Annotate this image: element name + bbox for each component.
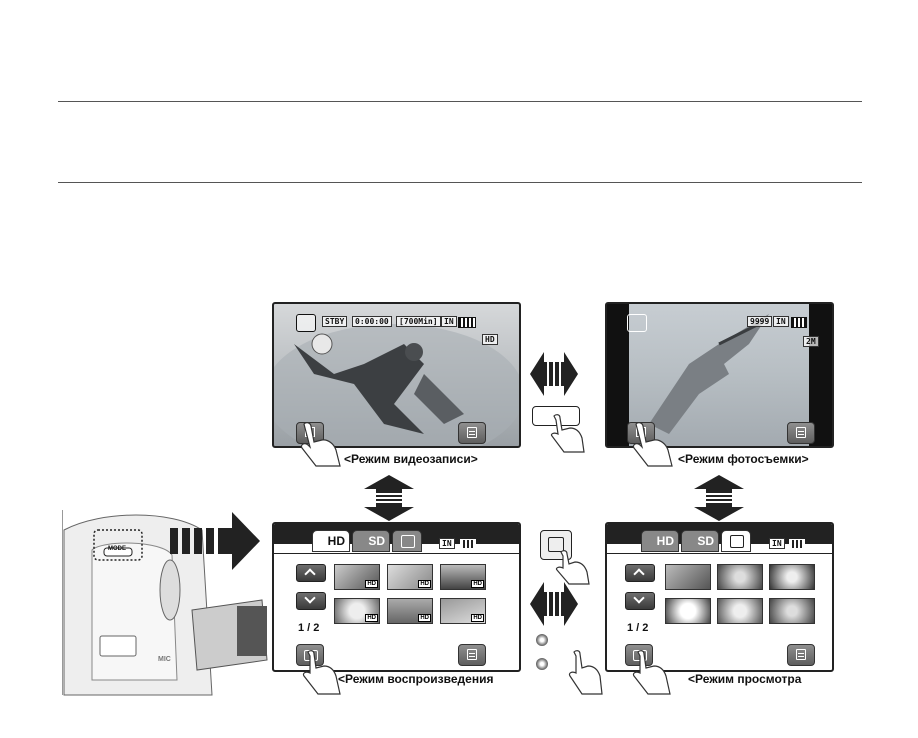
mode-label: MODE [108, 546, 126, 552]
photo-thumbnail[interactable] [665, 598, 711, 624]
tab-sd-label: SD [368, 534, 385, 548]
seagull-image [649, 314, 769, 434]
video-record-screen: STBY 0:00:00 [700Min] IN HD [272, 302, 521, 448]
battery-icon [460, 539, 476, 549]
action-photo [274, 324, 519, 446]
right-arrow-icon [170, 512, 260, 570]
photo-thumbnail[interactable] [665, 564, 711, 590]
osd-quality: HD [482, 334, 498, 345]
thumbnail-badge: HD [365, 580, 378, 588]
camera-icon [627, 314, 647, 332]
page-down-button[interactable] [625, 592, 655, 610]
video-thumbnail[interactable]: HD [334, 564, 380, 590]
photo-thumbnail[interactable] [717, 564, 763, 590]
caption-view-mode: <Режим просмотра [688, 672, 802, 686]
tab-sd[interactable]: SD [352, 530, 390, 552]
battery-icon [458, 317, 476, 328]
menu-icon [796, 649, 806, 660]
page-down-button[interactable] [296, 592, 326, 610]
hand-tap-icon [632, 422, 673, 467]
hand-tap-icon [555, 550, 590, 585]
menu-button[interactable] [458, 422, 486, 444]
tab-hd[interactable]: HD [641, 530, 679, 552]
menu-button[interactable] [787, 644, 815, 666]
menu-button[interactable] [787, 422, 815, 444]
osd-count: 9999 [747, 316, 773, 327]
second-divider [58, 182, 862, 183]
page-up-button[interactable] [296, 564, 326, 582]
hand-tap-icon [302, 650, 341, 695]
photo-record-screen: 9999 IN 2M [605, 302, 834, 448]
hand-tap-icon [550, 414, 585, 453]
chevron-up-icon [304, 568, 316, 580]
thumbnail-badge: HD [471, 614, 484, 622]
tab-photo[interactable] [392, 530, 422, 552]
menu-icon [467, 649, 477, 660]
battery-icon [789, 539, 805, 549]
osd-storage: IN [441, 316, 457, 327]
switch-arrow-icon [530, 352, 578, 396]
mic-label: MIC [158, 656, 171, 663]
chevron-down-icon [633, 592, 645, 604]
photo-tab-icon [401, 535, 415, 548]
tab-photo[interactable] [721, 530, 751, 552]
menu-button[interactable] [458, 644, 486, 666]
hand-tap-icon [632, 650, 671, 695]
caption-playback-mode: <Режим воспроизведения [338, 672, 494, 686]
hd-disc-icon [536, 634, 548, 646]
caption-video-mode: <Режим видеозаписи> [344, 452, 478, 466]
storage-indicator: IN [439, 538, 455, 549]
playback-screen: HD SD IN 1 / 2 HD HD HD HD HD HD [272, 522, 521, 672]
switch-arrow-icon [530, 582, 578, 626]
photo-thumbnail[interactable] [769, 598, 815, 624]
osd-storage: IN [773, 316, 789, 327]
vertical-switch-arrow-icon [694, 475, 744, 521]
page-indicator: 1 / 2 [627, 622, 649, 634]
video-thumbnail[interactable]: HD [440, 564, 486, 590]
hand-tap-icon [300, 422, 341, 467]
menu-icon [467, 427, 477, 438]
thumbnail-badge: HD [418, 580, 431, 588]
photo-tab-icon [548, 537, 564, 552]
thumbnail-badge: HD [365, 614, 378, 622]
tab-hd-label: HD [656, 534, 674, 548]
video-thumbnail[interactable]: HD [334, 598, 380, 624]
osd-standby: STBY [322, 316, 348, 327]
chevron-down-icon [304, 592, 316, 604]
video-thumbnail[interactable]: HD [387, 598, 433, 624]
photo-thumbnail[interactable] [717, 598, 763, 624]
video-thumbnail[interactable]: HD [440, 598, 486, 624]
chevron-up-icon [633, 568, 645, 580]
video-camera-icon [296, 314, 316, 332]
tab-hd-label: HD [327, 534, 345, 548]
caption-photo-mode: <Режим фотосъемки> [678, 452, 809, 466]
hand-tap-icon [568, 650, 603, 695]
gull-photo [629, 304, 809, 446]
menu-icon [796, 427, 806, 438]
photo-thumbnail[interactable] [769, 564, 815, 590]
tab-hd[interactable]: HD [312, 530, 350, 552]
osd-time: 0:00:00 [352, 316, 392, 327]
tab-sd-label: SD [697, 534, 714, 548]
page-indicator: 1 / 2 [298, 622, 320, 634]
thumbnail-badge: HD [418, 614, 431, 622]
page-up-button[interactable] [625, 564, 655, 582]
tab-sd[interactable]: SD [681, 530, 719, 552]
photo-tab-icon [730, 535, 744, 548]
battery-icon [791, 317, 807, 328]
video-thumbnail[interactable]: HD [387, 564, 433, 590]
thumbnail-badge: HD [471, 580, 484, 588]
osd-resolution: 2M [803, 336, 819, 347]
osd-remaining: [700Min] [396, 316, 441, 327]
top-divider [58, 101, 862, 102]
storage-indicator: IN [769, 538, 785, 549]
sd-disc-icon [536, 658, 548, 670]
camcorder-side-illustration [62, 510, 268, 696]
vertical-switch-arrow-icon [364, 475, 414, 521]
